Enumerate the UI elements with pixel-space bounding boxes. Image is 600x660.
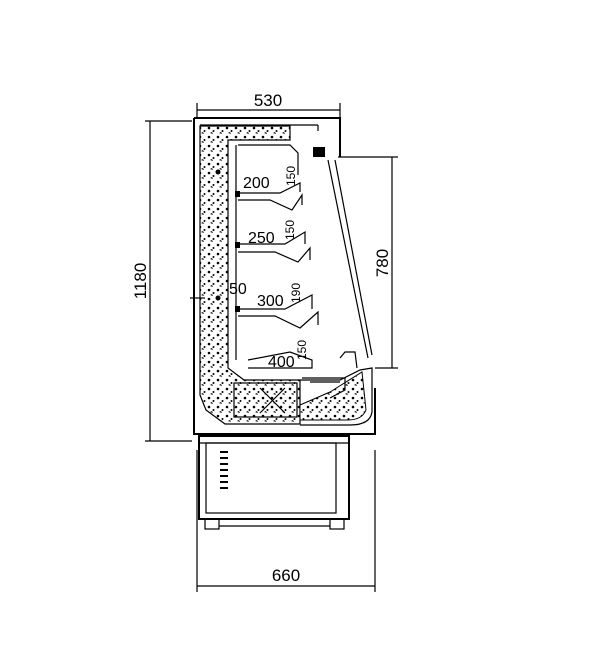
evaporator-box — [233, 382, 298, 418]
opening-height-label: 780 — [373, 249, 392, 277]
shelf3-depth-label: 300 — [257, 293, 284, 310]
shelves — [190, 144, 358, 369]
total-height-dimension: 1180 — [131, 120, 192, 442]
top-width-label: 530 — [254, 91, 282, 110]
shelf2-depth-label: 250 — [248, 230, 275, 247]
machine-compartment — [198, 435, 350, 530]
shelf1-gap-label: 150 — [284, 166, 298, 186]
top-width-dimension: 530 — [196, 91, 341, 118]
insulation-panel — [199, 125, 301, 425]
cabinet-body — [193, 117, 376, 435]
bottom-width-dimension: 660 — [196, 450, 376, 592]
base-depth-label: 400 — [268, 354, 295, 371]
opening-height-dimension: 780 — [338, 156, 398, 369]
shelf3-side-label: 50 — [229, 281, 247, 298]
shelf2-gap-label: 150 — [283, 220, 297, 240]
shelf3-gap-label: 190 — [289, 283, 303, 303]
bottom-width-label: 660 — [272, 566, 300, 585]
vent-grille-icon — [220, 451, 228, 489]
total-height-label: 1180 — [131, 263, 150, 300]
base-gap-label: 150 — [295, 340, 309, 360]
left-foot — [204, 518, 220, 530]
shelf1-depth-label: 200 — [243, 175, 270, 192]
shelf-labels: 200 150 250 150 50 300 190 400 150 — [229, 166, 309, 371]
right-foot — [329, 518, 345, 530]
canopy-light-icon — [313, 147, 325, 157]
